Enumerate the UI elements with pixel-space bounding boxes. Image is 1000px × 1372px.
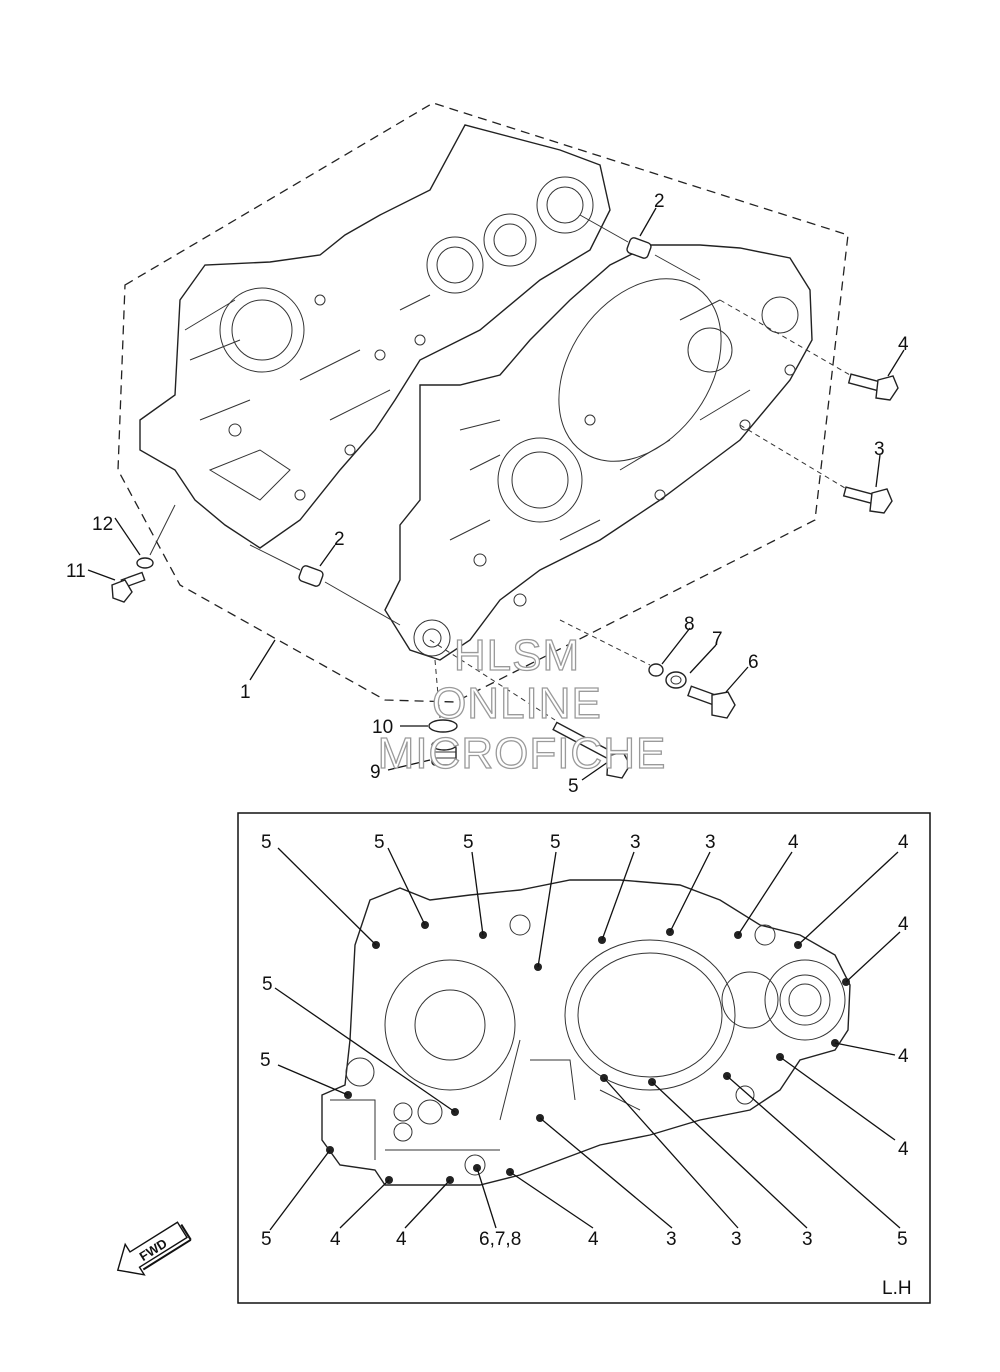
- inset-right-label-2: 4: [898, 1046, 909, 1067]
- callout-4: 4: [898, 334, 909, 355]
- inset-right-label-1: 4: [898, 914, 909, 935]
- inset-side-label: L.H: [882, 1278, 912, 1299]
- inset-frame: [237, 812, 931, 1304]
- assembly-dashed-outline: [117, 102, 849, 703]
- watermark-line-3: MICROFICHE: [378, 729, 667, 778]
- left-crankcase-half: [139, 124, 611, 549]
- callout-1: 1: [240, 682, 251, 703]
- inset-bottom-label-1: 5: [261, 1229, 272, 1250]
- callout-7: 7: [712, 629, 723, 650]
- callout-11: 11: [66, 561, 86, 582]
- callout-8: 8: [684, 614, 695, 635]
- inset-top-label-2: 5: [374, 832, 385, 853]
- inset-crankcase: [321, 879, 851, 1186]
- bolt-6: [687, 685, 736, 719]
- callout-3: 3: [874, 439, 885, 460]
- inset-bottom-label-9: 5: [897, 1229, 908, 1250]
- fwd-arrow-icon: FWD: [116, 1221, 192, 1276]
- plug-9: [431, 739, 457, 766]
- inset-top-label-5: 3: [630, 832, 641, 853]
- dowel-pin-lower: [298, 565, 324, 587]
- inset-bottom-label-5: 4: [588, 1229, 599, 1250]
- inset-bottom-label-6: 3: [666, 1229, 677, 1250]
- inset-leader-lines: [269, 847, 901, 1231]
- bolt-11: [111, 571, 146, 603]
- bolt-4: [719, 299, 899, 401]
- right-crankcase-half: [384, 244, 813, 661]
- inset-top-label-1: 5: [261, 832, 272, 853]
- dowel-pin-upper: [626, 237, 652, 259]
- inset-bottom-label-7: 3: [731, 1229, 742, 1250]
- callout-2-upper: 2: [654, 191, 665, 212]
- callout-6: 6: [748, 652, 759, 673]
- callout-2-lower: 2: [334, 529, 345, 550]
- callout-10: 10: [372, 717, 393, 738]
- inset-top-label-4: 5: [550, 832, 561, 853]
- inset-top-label-3: 5: [463, 832, 474, 853]
- washer-12: [136, 557, 154, 569]
- o-ring-8: [648, 663, 664, 677]
- inset-top-label-8: 4: [898, 832, 909, 853]
- o-ring-10: [428, 719, 458, 733]
- inset-top-label-6: 3: [705, 832, 716, 853]
- callout-5: 5: [568, 776, 579, 797]
- inset-left-label-2: 5: [260, 1050, 271, 1071]
- inset-right-label-3: 4: [898, 1139, 909, 1160]
- inset-bottom-label-3: 4: [396, 1229, 407, 1250]
- inset-left-label-1: 5: [262, 974, 273, 995]
- inset-top-label-7: 4: [788, 832, 799, 853]
- inset-bottom-label-8: 3: [802, 1229, 813, 1250]
- inset-bottom-label-4: 6,7,8: [479, 1229, 521, 1250]
- callout-12: 12: [92, 514, 113, 535]
- watermark-line-1: HLSM: [454, 631, 580, 680]
- bolt-5: [429, 639, 631, 779]
- inset-bottom-label-2: 4: [330, 1229, 341, 1250]
- gasket-7: [665, 671, 687, 689]
- watermark: HLSM ONLINE MICROFICHE: [377, 630, 667, 778]
- callout-9: 9: [370, 762, 381, 783]
- watermark-line-2: ONLINE: [432, 679, 602, 728]
- bolt-3: [739, 424, 893, 514]
